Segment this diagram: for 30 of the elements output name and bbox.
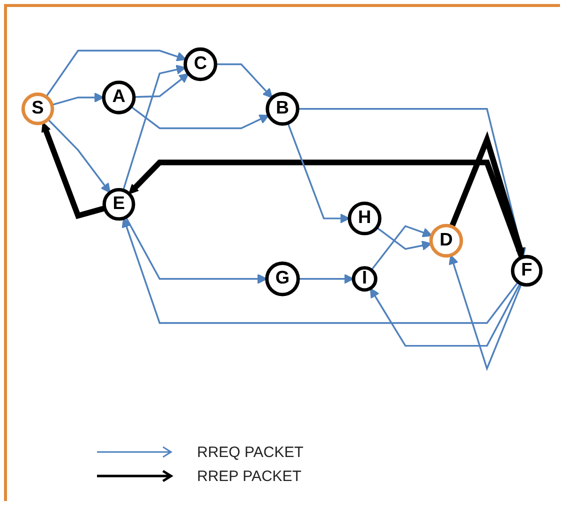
arrow: [52, 92, 104, 106]
arrow: [130, 106, 270, 130]
arrow: [376, 226, 432, 251]
node-circle: B: [266, 92, 300, 126]
node-circle: S: [21, 92, 54, 126]
node-circle: G: [265, 262, 300, 296]
arrow: [134, 73, 189, 98]
legend-label: RREQ PACKET: [197, 444, 304, 460]
arrow: [298, 108, 526, 258]
arrow: [47, 118, 110, 194]
arrow: [122, 64, 186, 191]
arrow: [287, 122, 350, 224]
arrow: [448, 254, 522, 372]
arrow: [45, 50, 187, 98]
arrow: [122, 218, 519, 324]
node-circle: A: [102, 80, 136, 114]
node-circle: F: [510, 255, 543, 287]
arrow: [41, 122, 106, 220]
arrow: [449, 131, 525, 258]
arrow: [298, 274, 354, 284]
node-circle: E: [102, 188, 136, 221]
arrow: [370, 225, 432, 271]
node-circle: C: [184, 48, 218, 82]
node-circle: H: [348, 202, 382, 236]
arrow: [370, 282, 521, 347]
legend-label: RREP PACKET: [197, 468, 302, 484]
node-circle: D: [429, 224, 464, 258]
node-circle: I: [352, 266, 378, 292]
arrow: [216, 64, 273, 98]
arrow: [125, 216, 268, 284]
